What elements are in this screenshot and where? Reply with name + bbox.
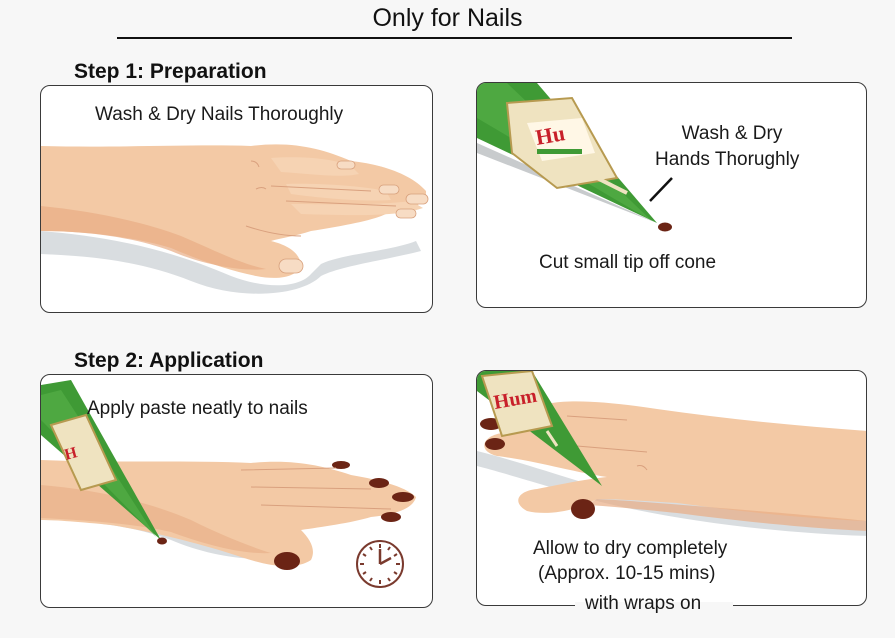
caption-apply-paste: Apply paste neatly to nails	[87, 398, 308, 419]
caption-allow-dry-line1: Allow to dry completely	[533, 538, 728, 559]
panel-wash-nails: Wash & Dry Nails Thoroughly	[40, 85, 433, 313]
step-1-heading: Step 1: Preparation	[74, 60, 267, 83]
svg-text:Hu: Hu	[534, 120, 567, 150]
caption-wash-nails: Wash & Dry Nails Thoroughly	[95, 104, 344, 125]
caption-allow-dry-line2: (Approx. 10-15 mins)	[538, 563, 716, 584]
step-2-heading: Step 2: Application	[74, 349, 264, 372]
panel-allow-dry: Hum Allow to dry completely (Approx. 10-…	[476, 370, 867, 606]
title-underline	[117, 37, 792, 39]
caption-wraps-on: with wraps on	[585, 593, 702, 614]
hand-with-cone-icon: H	[41, 380, 416, 570]
henna-cone-icon: Hu	[477, 83, 673, 232]
clock-icon	[356, 540, 404, 588]
caption-wash-hands-line2: Hands Thorughly	[655, 149, 800, 170]
svg-text:H: H	[63, 444, 80, 464]
page-title: Only for Nails	[372, 4, 523, 32]
hand-painted-nails-icon: Hum	[477, 371, 866, 536]
border-gap	[575, 602, 733, 608]
caption-wash-hands-line1: Wash & Dry	[681, 123, 783, 144]
caption-cut-cone: Cut small tip off cone	[539, 252, 717, 273]
panel-cut-cone: Hu Wash & Dry Hands Thorughly Cut small …	[476, 82, 867, 308]
panel-apply-paste: H Apply paste neatly to nails	[40, 374, 433, 608]
hand-flat-clean-nails-icon	[41, 144, 429, 294]
